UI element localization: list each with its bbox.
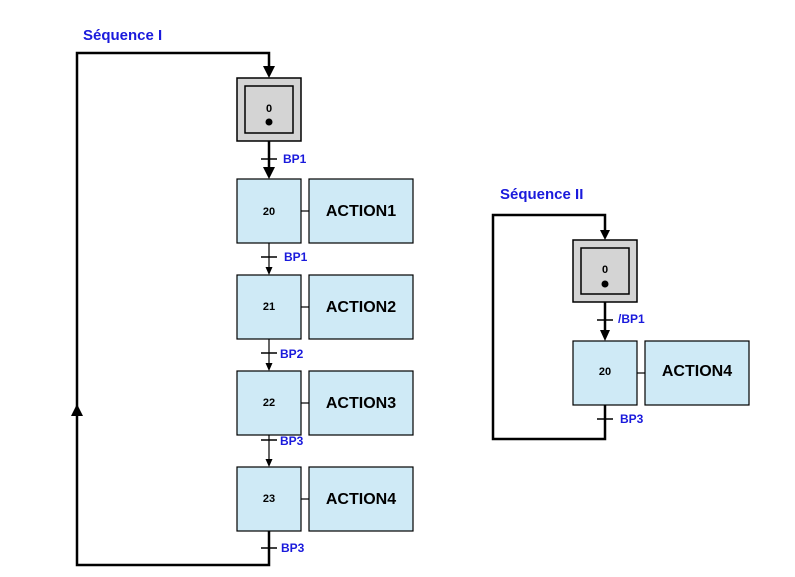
arrow-icon bbox=[600, 230, 610, 240]
step-number: 20 bbox=[263, 206, 275, 218]
initial-step-number: 0 bbox=[602, 264, 608, 276]
action-label: ACTION3 bbox=[326, 395, 396, 412]
action-label: ACTION1 bbox=[326, 203, 396, 220]
transition-label: BP3 bbox=[620, 412, 644, 426]
transition-label: BP2 bbox=[280, 347, 304, 361]
transition-label: BP1 bbox=[283, 152, 307, 166]
initial-step-number: 0 bbox=[266, 103, 272, 115]
arrow-icon bbox=[263, 167, 275, 179]
action-label: ACTION2 bbox=[326, 299, 396, 316]
arrow-icon bbox=[263, 66, 275, 78]
transition-label: BP3 bbox=[280, 434, 304, 448]
transition-label: BP1 bbox=[284, 250, 308, 264]
step-20: 20 ACTION4 bbox=[572, 340, 750, 406]
sequence-1: Séquence I 0 BP1 20 ACTION1 BP1 bbox=[71, 27, 414, 567]
step-22: 22 ACTION3 bbox=[236, 370, 414, 436]
action-box bbox=[308, 370, 414, 436]
action-label: ACTION4 bbox=[662, 363, 732, 380]
sequence-1-title: Séquence I bbox=[83, 27, 162, 44]
action-label: ACTION4 bbox=[326, 491, 396, 508]
arrow-icon bbox=[600, 330, 610, 341]
initial-step-0: 0 bbox=[236, 77, 302, 142]
arrow-up-icon bbox=[71, 404, 83, 416]
step-number: 23 bbox=[263, 493, 275, 505]
action-box bbox=[308, 466, 414, 532]
step-21: 21 ACTION2 bbox=[236, 274, 414, 340]
sequence-1-loop-line bbox=[75, 51, 271, 567]
arrow-icon bbox=[265, 267, 273, 275]
transition-label: BP3 bbox=[281, 541, 305, 555]
action-box bbox=[308, 274, 414, 340]
arrow-icon bbox=[265, 363, 273, 371]
arrow-icon bbox=[265, 459, 273, 467]
sequence-2: Séquence II 0 /BP1 20 ACTION4 BP3 bbox=[491, 186, 750, 441]
active-token-icon bbox=[265, 118, 273, 126]
sequence-2-loop-line bbox=[491, 213, 607, 441]
step-number: 20 bbox=[599, 366, 611, 378]
step-number: 22 bbox=[263, 397, 275, 409]
action-box bbox=[308, 178, 414, 244]
step-number: 21 bbox=[263, 301, 275, 313]
action-box bbox=[644, 340, 750, 406]
step-20: 20 ACTION1 bbox=[236, 178, 414, 244]
transition-label: /BP1 bbox=[618, 312, 645, 326]
step-23: 23 ACTION4 bbox=[236, 466, 414, 532]
active-token-icon bbox=[601, 280, 609, 288]
sequence-2-title: Séquence II bbox=[500, 186, 583, 203]
initial-step-0: 0 bbox=[572, 239, 638, 303]
